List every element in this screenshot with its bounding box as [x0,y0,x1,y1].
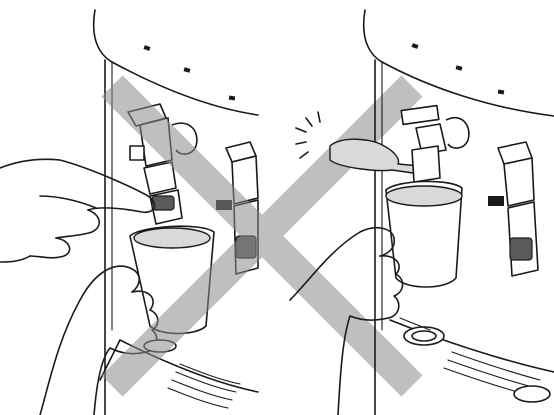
drip-tray-right [390,318,554,402]
pointing-hand [0,159,155,262]
dispenser-spout-secondary-right [488,142,538,276]
push-button [152,196,174,210]
left-panel [0,10,412,415]
right-panel [290,10,554,415]
click-sparks [296,112,320,158]
